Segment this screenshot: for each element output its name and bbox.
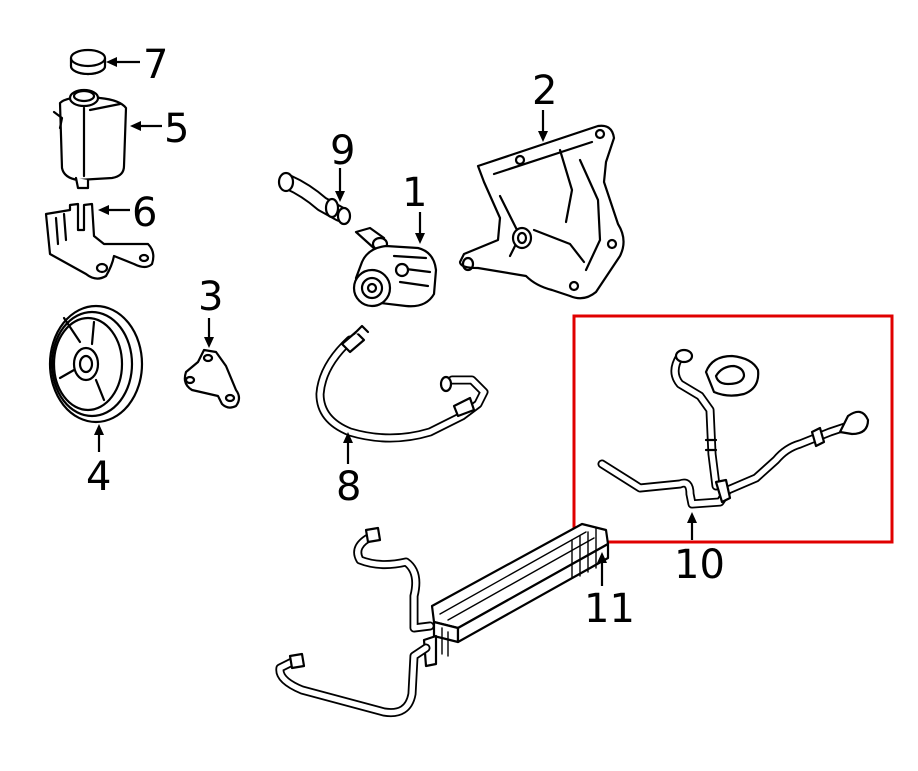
- leader-8: [343, 432, 353, 464]
- part-3-bracket[interactable]: [183, 348, 241, 409]
- callout-10: 10: [674, 542, 725, 588]
- part-10-return-hose[interactable]: [597, 348, 870, 509]
- callout-3: 3: [198, 274, 223, 320]
- part-2-mount-bracket[interactable]: [458, 124, 625, 300]
- leader-3: [204, 318, 214, 348]
- leader-10: [687, 512, 697, 540]
- part-7-cap[interactable]: [69, 48, 107, 76]
- part-8-pressure-hose[interactable]: [315, 324, 489, 443]
- part-4-pulley[interactable]: [48, 304, 144, 424]
- part-11-cooler[interactable]: [275, 522, 610, 718]
- callout-11: 11: [584, 586, 635, 632]
- callout-1: 1: [402, 170, 427, 216]
- callout-8: 8: [336, 464, 361, 510]
- leader-9: [335, 168, 345, 202]
- leader-2: [538, 110, 548, 142]
- part-1-pump[interactable]: [352, 226, 438, 308]
- callout-9: 9: [330, 128, 355, 174]
- part-6-bracket[interactable]: [44, 202, 155, 280]
- callout-7: 7: [143, 42, 168, 88]
- callout-5: 5: [164, 106, 189, 152]
- leader-1: [415, 212, 425, 244]
- highlight-box: [572, 314, 894, 544]
- leader-6: [98, 205, 130, 215]
- callout-6: 6: [132, 190, 157, 236]
- leader-11: [597, 552, 607, 586]
- part-9-hose[interactable]: [277, 171, 352, 226]
- part-5-reservoir[interactable]: [52, 88, 128, 190]
- leader-5: [130, 121, 162, 131]
- callout-4: 4: [86, 454, 111, 500]
- callout-2: 2: [532, 68, 557, 114]
- leader-7: [106, 57, 140, 67]
- leader-4: [94, 424, 104, 452]
